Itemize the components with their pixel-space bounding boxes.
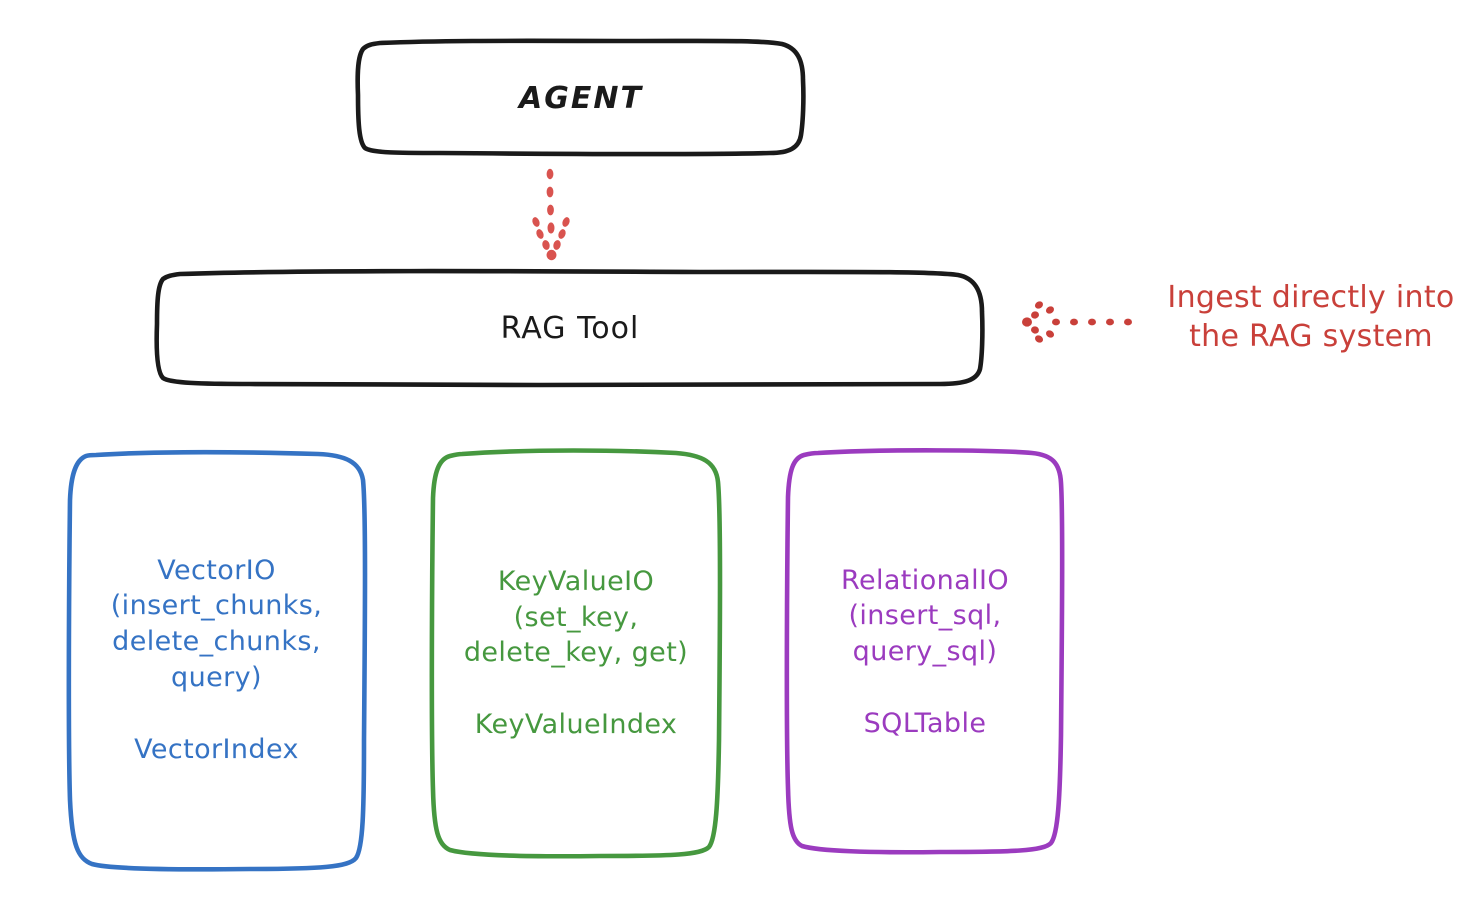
agent-to-rag-arrow (532, 168, 570, 261)
keyvalueio-card[interactable] (429, 448, 723, 859)
ingest-note-arrow (1022, 301, 1132, 343)
vectorio-card[interactable] (66, 449, 368, 872)
agent-box[interactable] (355, 38, 806, 157)
rag-tool-box[interactable] (154, 268, 985, 388)
relationalio-card[interactable] (784, 448, 1065, 855)
